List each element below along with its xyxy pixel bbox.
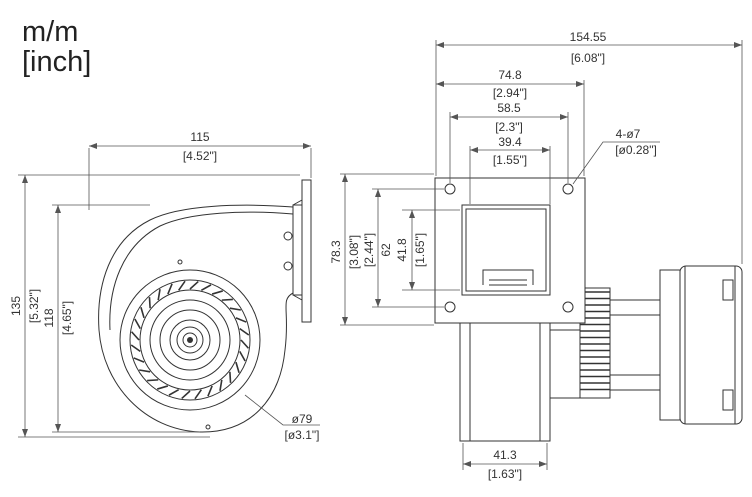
impeller-blade <box>221 298 233 301</box>
units-label-mm: m/m <box>22 16 79 48</box>
impeller-blade <box>157 385 169 390</box>
impeller <box>139 289 241 391</box>
mounting-hole-br <box>562 301 574 313</box>
bracket-hole-top <box>283 231 293 241</box>
units-label-inch: [inch] <box>22 46 92 78</box>
impeller-blade <box>130 344 141 353</box>
impeller-blade <box>157 289 161 301</box>
side-view: 115 [4.52"] 135 [5.32"] 118 [4.65"] ø79 … <box>9 130 320 442</box>
dim-118-inch: [4.65"] <box>60 301 74 335</box>
outlet-bracket <box>292 204 303 296</box>
dim-74-mm: 74.8 <box>498 68 522 82</box>
impeller-blade <box>219 379 223 391</box>
dim-115-inch: [4.52"] <box>183 149 217 163</box>
dim-154-inch: [6.08"] <box>571 51 605 65</box>
dim-39-mm: 39.4 <box>498 135 522 149</box>
dim-78-inch: [3.08"] <box>347 235 361 269</box>
dim-154-mm: 154.55 <box>570 30 607 44</box>
hole-callout-inch: [ø0.28"] <box>615 143 657 157</box>
impeller-blade <box>235 361 240 373</box>
impeller-blade <box>194 389 203 400</box>
impeller-blade <box>229 307 241 311</box>
dim-78-mm: 78.3 <box>329 240 343 264</box>
dim-41-8-inch: [1.65"] <box>413 233 427 267</box>
impeller-blades <box>130 280 250 400</box>
end-motor-can <box>659 269 681 421</box>
outlet-opening <box>461 204 551 296</box>
front-view: 154.55 [6.08"] 74.8 [2.94"] 58.5 [2.3"] … <box>329 30 743 481</box>
mounting-hole-tl <box>444 183 456 195</box>
dim-79-mm: ø79 <box>292 412 313 426</box>
impeller-blade <box>148 297 151 309</box>
impeller-blade <box>134 318 141 330</box>
dim-135-mm: 135 <box>9 296 23 316</box>
impeller-blade <box>189 280 199 290</box>
inlet-ring <box>119 269 261 411</box>
dim-58-inch: [2.3"] <box>495 120 523 134</box>
dim-41-3-inch: [1.63"] <box>488 467 522 481</box>
impeller-blade <box>133 357 145 363</box>
bracket-hole-bottom <box>283 261 293 271</box>
impeller-blade <box>168 389 180 396</box>
impeller-blade <box>139 369 151 373</box>
impeller-blade <box>229 371 232 383</box>
scroll-housing <box>98 204 294 433</box>
impeller-blade <box>211 290 223 295</box>
dim-74-inch: [2.94"] <box>493 86 527 100</box>
impeller-blade <box>235 317 247 323</box>
dim-41-8-mm: 41.8 <box>395 238 409 262</box>
dim-115-mm: 115 <box>190 130 209 144</box>
impeller-blade <box>181 390 191 400</box>
impeller-blade <box>239 350 246 362</box>
shaft <box>187 337 193 343</box>
impeller-blade <box>177 280 186 291</box>
dim-58-mm: 58.5 <box>497 101 521 115</box>
mounting-hole-tr <box>562 183 574 195</box>
dim-118-mm: 118 <box>42 308 56 327</box>
impeller-blade <box>130 331 140 341</box>
impeller-blade <box>200 284 212 291</box>
impeller-blade <box>147 379 159 382</box>
dim-62-mm: 62 <box>379 243 393 257</box>
dim-135-inch: [5.32"] <box>27 289 41 323</box>
mounting-hole-bl <box>444 301 456 313</box>
impeller-blade <box>140 307 145 319</box>
dim-41-3-mm: 41.3 <box>493 448 517 462</box>
dim-62-inch: [2.44"] <box>362 233 376 267</box>
impeller-blade <box>239 327 250 336</box>
impeller-blade <box>240 339 250 349</box>
dim-39-inch: [1.55"] <box>493 153 527 167</box>
motor-housing <box>459 322 551 442</box>
hole-callout-count: 4-ø7 <box>616 127 641 141</box>
dim-79-inch: [ø3.1"] <box>285 428 320 442</box>
impeller-blade <box>207 385 213 397</box>
leader-hole-callout <box>572 141 660 185</box>
leader-inlet-diameter <box>244 394 320 426</box>
impeller-blade <box>167 283 173 295</box>
